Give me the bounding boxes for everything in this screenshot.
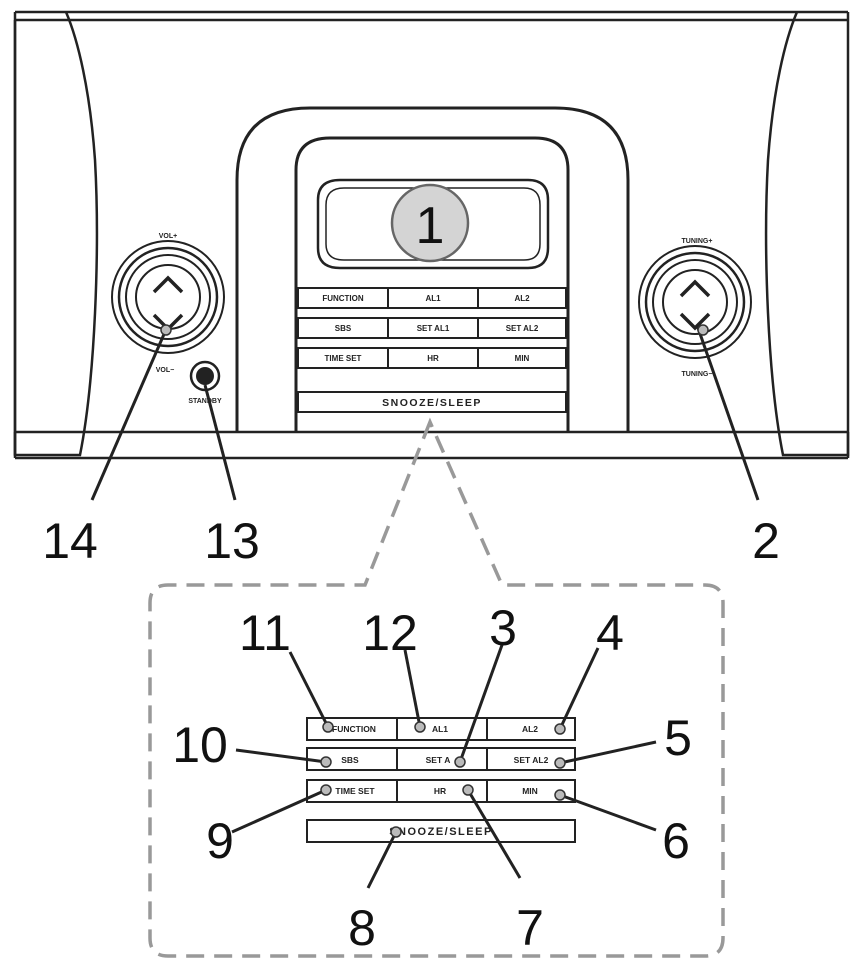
- panel-set-al1-button[interactable]: SET AL1: [417, 324, 450, 333]
- callout-7: 7: [516, 900, 544, 956]
- callout-10: 10: [172, 717, 228, 773]
- panel-set-al2-button[interactable]: SET AL2: [506, 324, 539, 333]
- panel-time-set-button[interactable]: TIME SET: [325, 354, 362, 363]
- panel-min-button[interactable]: MIN: [515, 354, 530, 363]
- panel-snooze-sleep-button[interactable]: SNOOZE/SLEEP: [382, 397, 482, 409]
- callout-6: 6: [662, 813, 690, 869]
- panel-sbs-button[interactable]: SBS: [335, 324, 352, 333]
- zoom-sbs-button[interactable]: SBS: [341, 755, 359, 765]
- callout-2: 2: [752, 513, 780, 569]
- zoom-al1-button[interactable]: AL1: [432, 724, 448, 734]
- callout-8: 8: [348, 900, 376, 956]
- zoom-al2-button[interactable]: AL2: [522, 724, 538, 734]
- zoom-snooze-sleep-button[interactable]: SNOOZE/SLEEP: [389, 826, 493, 838]
- zoom-set-a-button[interactable]: SET A: [426, 755, 451, 765]
- zoom-button-grid: FUNCTION AL1 AL2 SBS SET A SET AL2 TIME …: [306, 717, 576, 843]
- zoom-min-button[interactable]: MIN: [522, 786, 538, 796]
- panel-al2-button[interactable]: AL2: [514, 294, 530, 303]
- callout-1: 1: [416, 197, 445, 255]
- panel-hr-button[interactable]: HR: [427, 354, 439, 363]
- callout-13: 13: [204, 513, 260, 569]
- volume-plus-label: VOL+: [159, 233, 177, 240]
- zoom-function-button[interactable]: FUNCTION: [332, 724, 376, 734]
- leader-dots-top: [160, 324, 709, 336]
- zoom-set-al2-button[interactable]: SET AL2: [514, 755, 549, 765]
- leader-lines-zoom: [231, 644, 657, 889]
- display-callout-circle: [390, 183, 470, 263]
- tuning-knob[interactable]: TUNING+ TUNING−: [638, 238, 752, 378]
- zoom-detail-frame: [148, 417, 725, 958]
- callout-4: 4: [596, 605, 624, 661]
- callout-3: 3: [489, 600, 517, 656]
- leader-dots-zoom: [320, 721, 566, 838]
- tuning-plus-label: TUNING+: [682, 238, 713, 245]
- standby-label: STANDBY: [188, 398, 222, 405]
- volume-up-chevron-icon[interactable]: [152, 275, 184, 294]
- tuning-minus-label: TUNING−: [682, 371, 713, 378]
- radio-body: [13, 10, 850, 460]
- leader-lines-top: [90, 324, 760, 501]
- volume-knob[interactable]: VOL+ VOL−: [111, 233, 225, 374]
- standby-button[interactable]: STANDBY: [188, 360, 222, 405]
- display-window: 1: [316, 178, 550, 270]
- panel-button-grid: FUNCTION AL1 AL2 SBS SET AL1 SET AL2 TIM…: [297, 287, 567, 413]
- volume-minus-label: VOL−: [156, 367, 174, 374]
- center-arch: [235, 106, 630, 432]
- callout-5: 5: [664, 710, 692, 766]
- callout-14: 14: [42, 513, 98, 569]
- tuning-up-chevron-icon[interactable]: [679, 279, 711, 298]
- panel-al1-button[interactable]: AL1: [425, 294, 441, 303]
- callout-11: 11: [239, 605, 291, 661]
- callout-12: 12: [362, 605, 418, 661]
- panel-function-button[interactable]: FUNCTION: [322, 294, 364, 303]
- tuning-down-chevron-icon[interactable]: [679, 312, 711, 331]
- callout-9: 9: [206, 813, 234, 869]
- zoom-hr-button[interactable]: HR: [434, 786, 446, 796]
- zoom-time-set-button[interactable]: TIME SET: [335, 786, 375, 796]
